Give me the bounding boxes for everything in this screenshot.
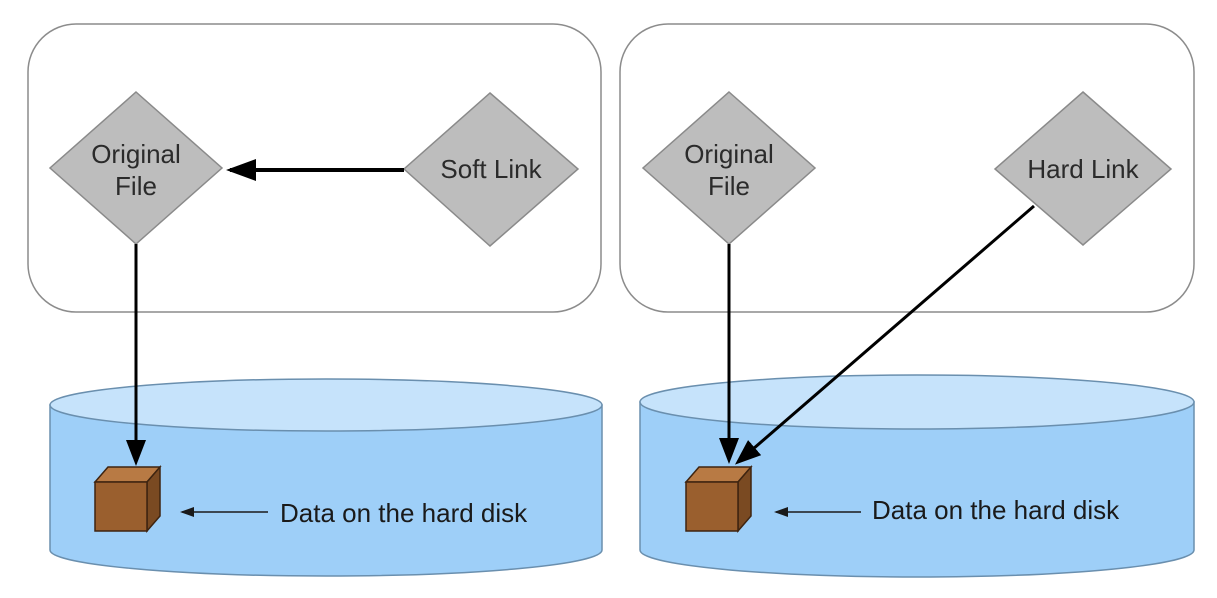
original-file-label-line2: File <box>708 171 750 201</box>
hard-link-to-data-arrow <box>734 204 1035 465</box>
hard-link-node: Hard Link <box>993 91 1173 246</box>
soft-link-node: Soft Link <box>402 92 580 248</box>
original-file-node: Original File <box>48 90 224 246</box>
original-file-label-line1: Original <box>91 139 181 169</box>
hard-disk-cylinder <box>49 378 603 577</box>
data-caption: Data on the hard disk <box>280 498 528 528</box>
soft-link-label: Soft Link <box>440 154 542 184</box>
hard-disk-cylinder <box>639 374 1195 578</box>
data-block-icon <box>684 464 753 534</box>
hard-link-panel: Original File Hard Link Data on the hard… <box>619 23 1195 578</box>
data-block-icon <box>93 464 162 534</box>
original-file-node: Original File <box>641 90 817 246</box>
filesystem-frame <box>619 23 1195 313</box>
data-caption: Data on the hard disk <box>872 495 1120 525</box>
original-file-label-line1: Original <box>684 139 774 169</box>
hard-link-label: Hard Link <box>1027 154 1139 184</box>
original-file-label-line2: File <box>115 171 157 201</box>
soft-link-panel: Original File Soft Link Data on the hard… <box>27 23 603 577</box>
